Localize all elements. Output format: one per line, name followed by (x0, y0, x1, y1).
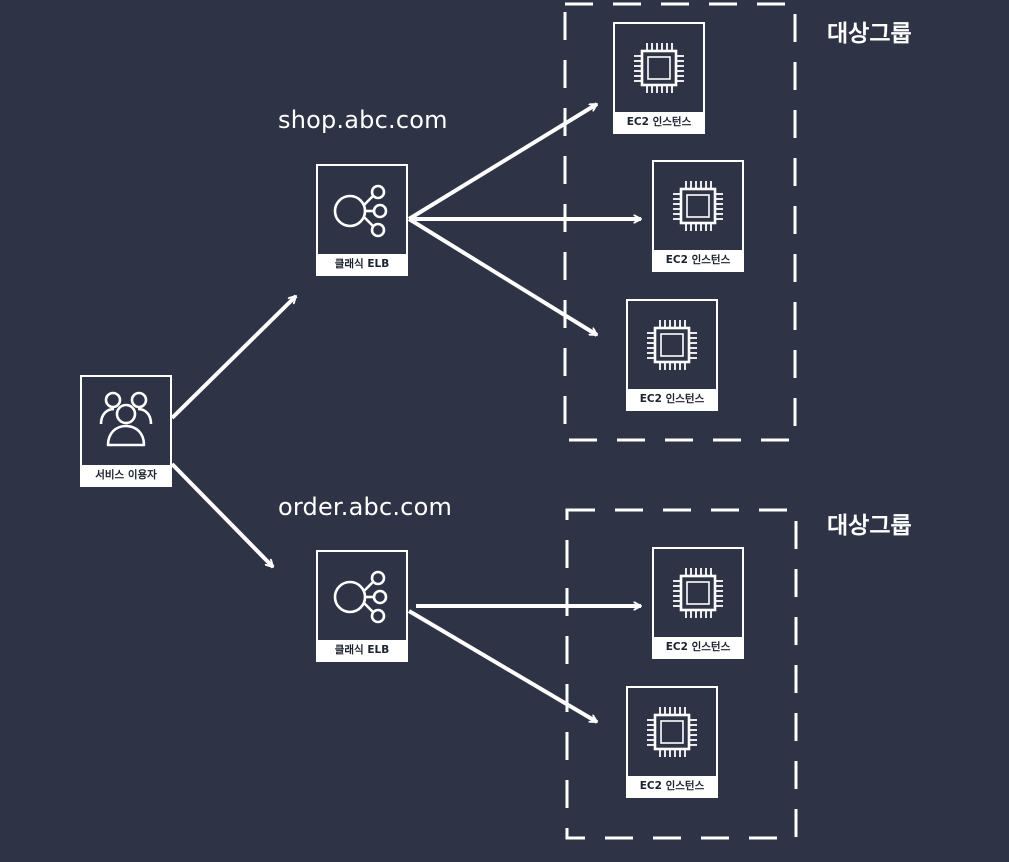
cpu-chip-icon (647, 320, 697, 370)
ec2-instance-node[interactable]: EC2 인스턴스 (652, 160, 744, 272)
user-node-caption: 서비스 이용자 (82, 465, 170, 485)
arrow-user-to-elb-2 (170, 462, 275, 569)
arrow-user-to-elb-1 (170, 294, 298, 420)
arrow-elb-2-to-instance-2 (407, 609, 599, 724)
arrow-elb-1-to-instance-3 (407, 217, 599, 337)
load-balancer-icon (333, 570, 388, 624)
target-group-label-1: 대상그룹 (827, 21, 912, 47)
arrow-elb-1-to-instance-1 (407, 102, 599, 221)
ec2-instance-node[interactable]: EC2 인스턴스 (626, 686, 718, 798)
load-balancer-node-1[interactable]: 클래식 ELB (316, 164, 408, 276)
cpu-chip-icon (673, 181, 723, 231)
load-balancer-icon (333, 184, 388, 238)
ec2-instance-caption: EC2 인스턴스 (654, 637, 742, 657)
cpu-chip-icon (634, 43, 684, 93)
target-group-label-2: 대상그룹 (827, 513, 912, 539)
load-balancer-caption-2: 클래식 ELB (318, 640, 406, 660)
ec2-instance-caption: EC2 인스턴스 (615, 112, 703, 132)
ec2-instance-node[interactable]: EC2 인스턴스 (652, 547, 744, 659)
domain-label-shop: shop.abc.com (278, 106, 448, 134)
ec2-instance-caption: EC2 인스턴스 (628, 389, 716, 409)
load-balancer-node-2[interactable]: 클래식 ELB (316, 550, 408, 662)
ec2-instance-caption: EC2 인스턴스 (654, 250, 742, 270)
cpu-chip-icon (673, 568, 723, 618)
cpu-chip-icon (647, 707, 697, 757)
domain-label-order: order.abc.com (278, 493, 453, 521)
ec2-instance-caption: EC2 인스턴스 (628, 776, 716, 796)
ec2-instance-node[interactable]: EC2 인스턴스 (626, 299, 718, 411)
target-group-border-2 (565, 508, 798, 840)
load-balancer-caption-1: 클래식 ELB (318, 254, 406, 274)
user-node[interactable]: 서비스 이용자 (80, 375, 172, 487)
users-icon (99, 391, 153, 447)
target-group-border-1 (563, 2, 797, 442)
ec2-instance-node[interactable]: EC2 인스턴스 (613, 22, 705, 134)
